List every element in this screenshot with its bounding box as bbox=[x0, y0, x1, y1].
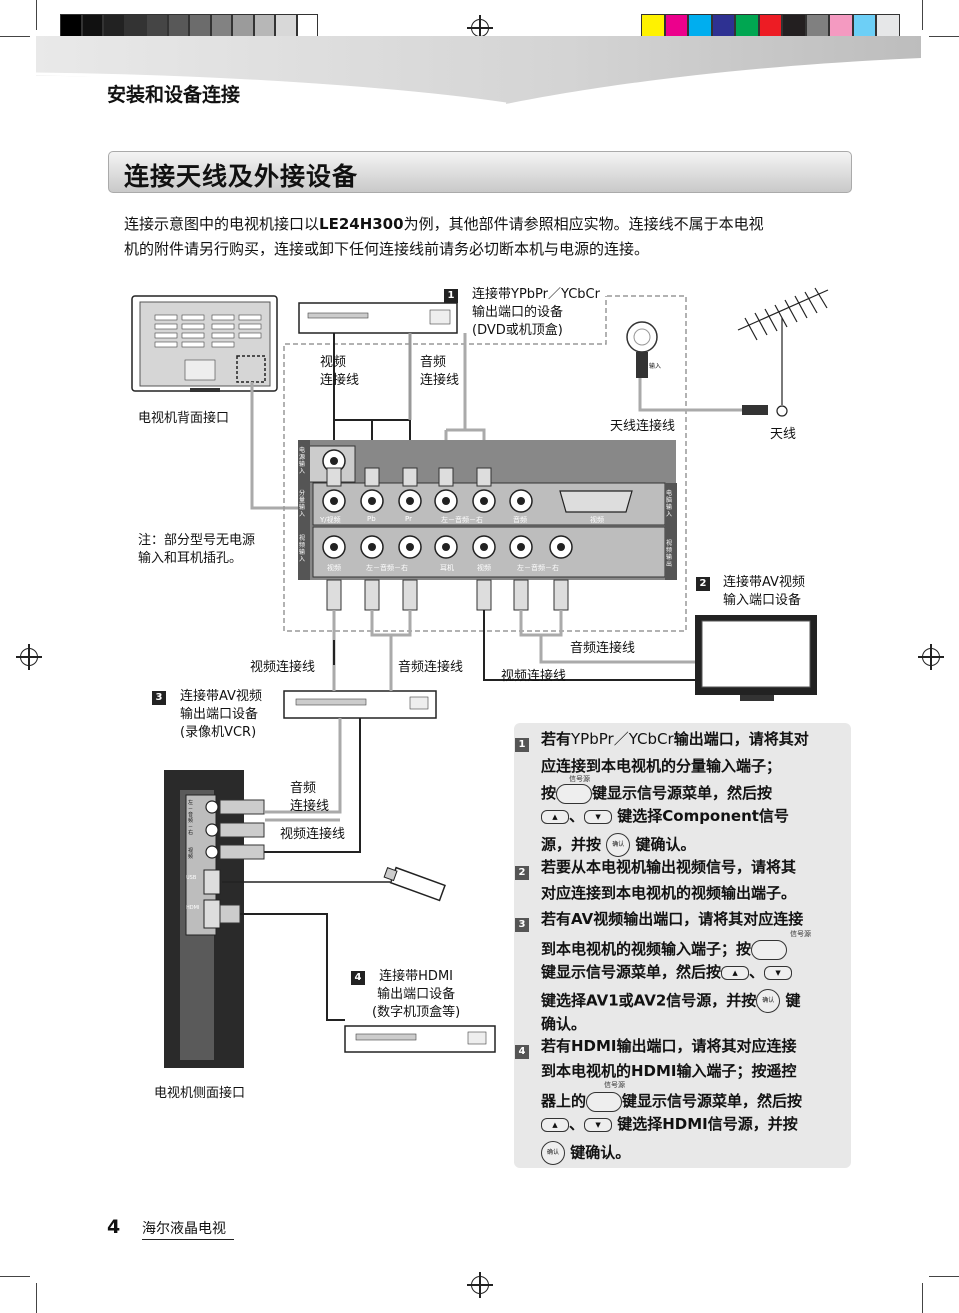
panel-label-video-out: 视频输出 bbox=[666, 540, 673, 568]
port-label: 音频 bbox=[513, 516, 527, 524]
down-button-icon: ▼ bbox=[584, 809, 613, 824]
port-label: Pr bbox=[405, 515, 412, 523]
hdmi-set-top-box bbox=[344, 1025, 496, 1053]
instruction-1-number: 1 bbox=[515, 732, 529, 752]
side-port-label: HDMI bbox=[186, 905, 200, 911]
port-label: 耳机 bbox=[440, 564, 454, 572]
device2-label: 2 bbox=[696, 574, 710, 592]
section-title: 安装和设备连接 bbox=[107, 84, 241, 106]
ok-button-icon: 确认 bbox=[606, 833, 631, 857]
side-port-label: 左－音频－右 bbox=[188, 800, 194, 836]
antenna-illustration bbox=[737, 287, 829, 417]
tv-side-label: 电视机侧面接口 bbox=[154, 1086, 246, 1101]
panel-label-pc: 电脑输入 bbox=[666, 490, 673, 518]
source-button-caption: 信号源 bbox=[790, 930, 811, 938]
panel-label-video-in: 视频输入 bbox=[299, 535, 306, 563]
down-button-icon: ▼ bbox=[584, 1117, 613, 1132]
instruction-2: 若要从本电视机输出视频信号，请将其 对应连接到本电视机的视频输出端子。 bbox=[541, 858, 797, 902]
source-button-caption: 信号源 bbox=[569, 775, 590, 783]
device3-description: 连接带AV视频输出端口设备(录像机VCR) bbox=[180, 689, 262, 740]
instruction-1: 若有YPbPr／YCbCr输出端口，请将其对 应连接到本电视机的分量输入端子； … bbox=[541, 728, 809, 857]
footer-brand: 海尔液晶电视 bbox=[142, 1218, 234, 1240]
source-button-icon bbox=[556, 783, 593, 804]
audio-cable-label-right: 音频连接线 bbox=[570, 641, 636, 656]
port-label: Pb bbox=[367, 515, 376, 523]
tv-monitor-illustration bbox=[695, 615, 817, 701]
crop-mark bbox=[922, 0, 923, 30]
crop-mark bbox=[922, 1283, 923, 1313]
crop-mark bbox=[0, 1276, 30, 1277]
side-video-cable-label: 视频连接线 bbox=[280, 827, 346, 842]
panel-label-component: 分量输入 bbox=[299, 490, 306, 518]
antenna-port-label: 输入 bbox=[649, 363, 662, 370]
port-label: 左－音频－右 bbox=[517, 564, 559, 572]
port-label: Y/视频 bbox=[320, 516, 341, 524]
port-label: 视频 bbox=[477, 564, 491, 572]
instruction-4: 若有HDMI输出端口，请将其对应连接 到本电视机的HDMI输入端子；按遥控 器上… bbox=[541, 1035, 802, 1165]
up-button-icon: ▲ bbox=[721, 965, 750, 980]
dvd-player-1 bbox=[298, 302, 458, 334]
video-cable-label-mid: 视频连接线 bbox=[250, 660, 316, 675]
video-cable-label-top: 视频连接线 bbox=[320, 355, 360, 388]
note-text: 注：部分型号无电源输入和耳机插孔。 bbox=[138, 533, 256, 566]
page-heading-bar bbox=[108, 151, 852, 193]
registration-mark-icon bbox=[918, 644, 944, 670]
instruction-4-number: 4 bbox=[515, 1039, 529, 1059]
side-port-label: USB bbox=[186, 875, 197, 881]
device3-label: 3 bbox=[152, 688, 166, 706]
port-label: 视频 bbox=[590, 516, 604, 524]
ok-button-icon: 确认 bbox=[756, 989, 781, 1013]
page-heading: 连接天线及外接设备 bbox=[124, 162, 359, 191]
audio-cable-label-top: 音频连接线 bbox=[420, 355, 460, 388]
instruction-2-number: 2 bbox=[515, 860, 529, 880]
up-button-icon: ▲ bbox=[541, 809, 569, 824]
instruction-3: 若有AV视频输出端口，请将其对应连接 到本电视机的视频输入端子；按 键显示信号源… bbox=[541, 910, 804, 1033]
up-button-icon: ▲ bbox=[541, 1117, 569, 1132]
registration-mark-icon bbox=[16, 644, 42, 670]
crop-mark bbox=[0, 36, 30, 37]
video-cable-label-right: 视频连接线 bbox=[501, 669, 567, 684]
registration-mark-icon bbox=[467, 1272, 493, 1298]
instruction-3-number: 3 bbox=[515, 912, 529, 932]
page-number: 4 bbox=[107, 1216, 121, 1238]
source-button-caption: 信号源 bbox=[604, 1081, 625, 1089]
antenna-label: 天线 bbox=[770, 427, 797, 442]
side-audio-cable-label: 音频连接线 bbox=[290, 781, 330, 814]
tv-rear-panel bbox=[298, 440, 677, 580]
panel-label-power: 电源输入 bbox=[299, 447, 306, 475]
crop-mark bbox=[36, 0, 37, 30]
antenna-cable-label: 天线连接线 bbox=[610, 419, 676, 434]
port-label: 左－音频－右 bbox=[366, 564, 408, 572]
header-swoosh bbox=[36, 36, 921, 106]
source-button-icon bbox=[586, 1091, 623, 1112]
source-button-icon bbox=[751, 939, 788, 960]
device1-label: 1 bbox=[444, 286, 458, 304]
device4-label: 4 bbox=[351, 968, 365, 986]
tv-back-label: 电视机背面接口 bbox=[138, 411, 230, 426]
side-port-label: 视频 bbox=[188, 848, 194, 860]
crop-mark bbox=[929, 36, 959, 37]
crop-mark bbox=[36, 1283, 37, 1313]
intro-text: 连接示意图中的电视机接口以LE24H300为例，其他部件请参照相应实物。连接线不… bbox=[124, 215, 764, 258]
tv-side-panel bbox=[164, 770, 265, 1068]
ok-button-icon: 确认 bbox=[541, 1141, 565, 1165]
port-label: 视频 bbox=[327, 564, 341, 572]
device2-description: 连接带AV视频输入端口设备 bbox=[723, 575, 805, 608]
tv-back-illustration bbox=[131, 295, 278, 392]
down-button-icon: ▼ bbox=[764, 965, 793, 980]
port-label: 左－音频－右 bbox=[441, 516, 483, 524]
crop-mark bbox=[929, 1276, 959, 1277]
audio-cable-label-mid: 音频连接线 bbox=[398, 660, 464, 675]
usb-stick-illustration bbox=[383, 866, 446, 902]
vcr-illustration bbox=[283, 690, 437, 719]
